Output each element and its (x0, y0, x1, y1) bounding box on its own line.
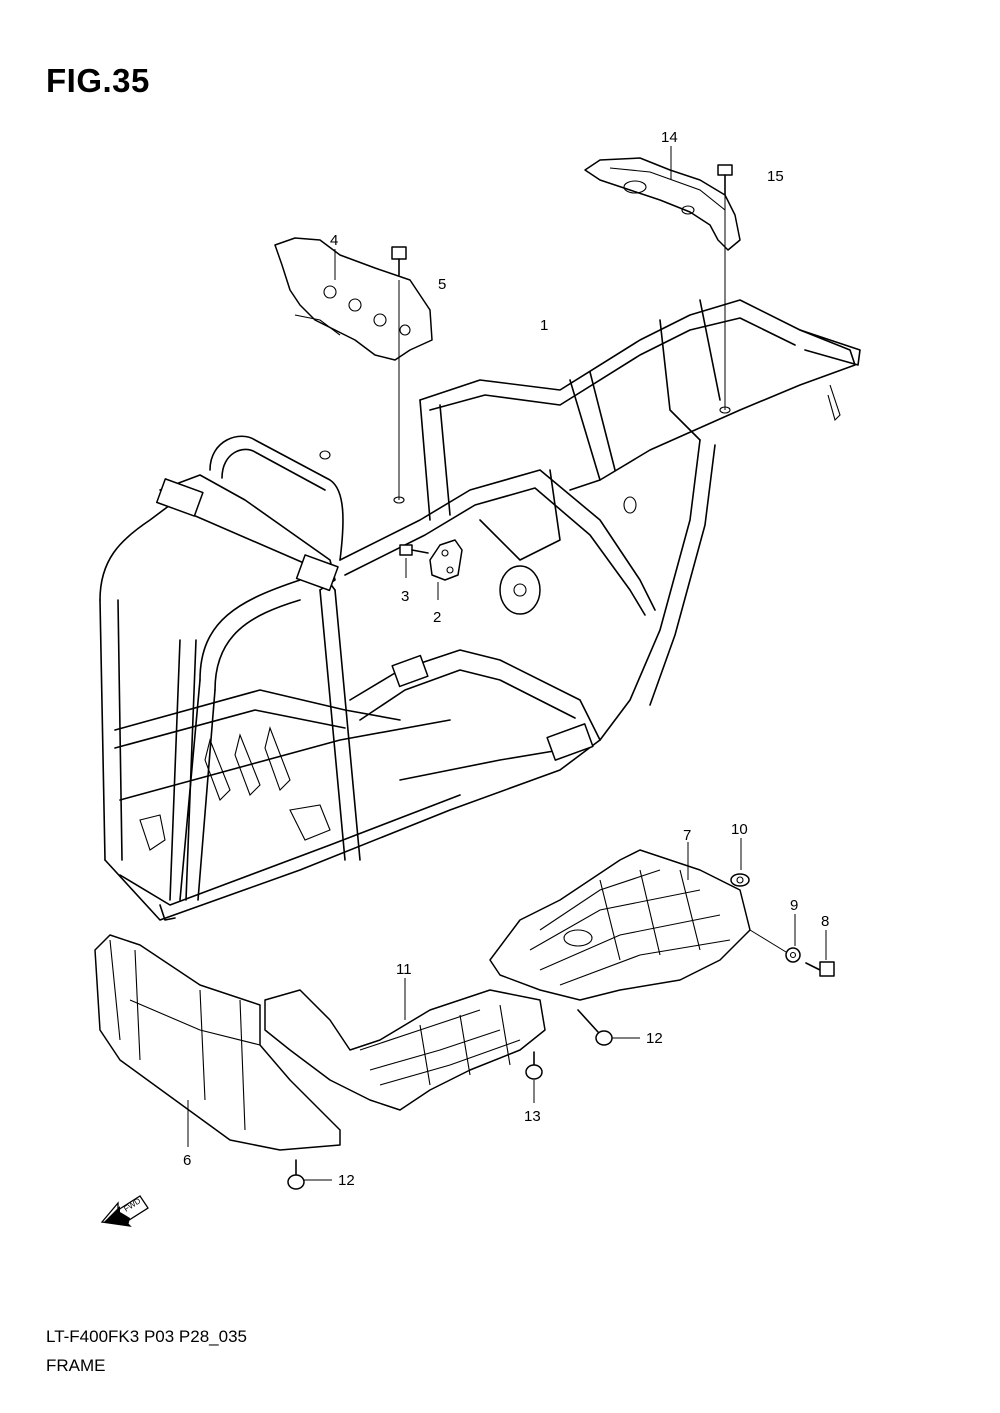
forward-arrow-icon: FWD (100, 1195, 149, 1227)
callout-13: 13 (524, 1108, 541, 1125)
callout-5: 5 (438, 276, 446, 293)
right-footrest-part (489, 849, 751, 1001)
model-code: LT-F400FK3 P03 P28_035 (46, 1327, 247, 1346)
left-footrest-part (264, 989, 546, 1111)
callout-10: 10 (731, 821, 748, 838)
callout-2: 2 (433, 609, 441, 626)
section-name: FRAME (46, 1356, 106, 1375)
callout-11: 11 (396, 961, 412, 978)
callout-9: 9 (790, 897, 798, 914)
front-guard-part (94, 934, 341, 1151)
callout-8: 8 (821, 913, 829, 930)
callout-12a: 12 (646, 1030, 663, 1047)
bolt-12-left-part (287, 1159, 332, 1190)
callout-15: 15 (767, 168, 784, 185)
plate-2-part (429, 539, 463, 581)
bolt-8-part (805, 961, 835, 977)
callout-6: 6 (183, 1152, 191, 1169)
nut-10-part (730, 873, 750, 887)
callout-12b: 12 (338, 1172, 355, 1189)
callout-14: 14 (661, 129, 678, 146)
bolt-12-right-part (577, 1009, 640, 1046)
rear-bracket-part (584, 157, 741, 251)
washer-9-part (749, 929, 801, 963)
main-frame-part (99, 299, 861, 921)
callout-7: 7 (683, 827, 691, 844)
figure-title: FIG.35 (46, 62, 150, 99)
front-bracket-part (274, 237, 433, 361)
bolt-3-part (399, 544, 429, 556)
leader-lines (187, 146, 827, 1147)
bolt-13-part (525, 1051, 543, 1080)
callout-4: 4 (330, 232, 338, 249)
callout-1: 1 (540, 317, 548, 334)
callout-3: 3 (401, 588, 409, 605)
bolt-5-part (391, 246, 407, 500)
bolt-15-part (717, 164, 733, 410)
